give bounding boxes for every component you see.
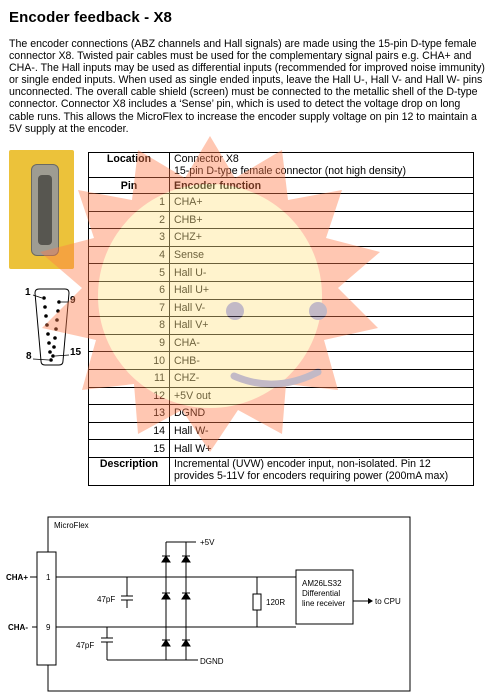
table-header-row: Pin Encoder function: [88, 177, 474, 194]
pin-function: Hall U-: [169, 263, 474, 282]
pin-number: 14: [88, 421, 170, 441]
to-cpu-label: to CPU: [375, 597, 401, 606]
pinout-label-15: 15: [70, 347, 82, 358]
cha-minus-label: CHA-: [8, 623, 28, 632]
location-label: Location: [88, 152, 170, 178]
pin-number: 7: [88, 298, 170, 318]
resistor-label: 120R: [266, 598, 285, 607]
circuit-diagram: MicroFlex CHA+ CHA- 1 9 47pF 47pF +5V DG…: [6, 516, 411, 692]
receiver-line-2: Differential: [302, 589, 340, 598]
pin-table: Location Connector X8 15-pin D-type fema…: [88, 152, 474, 486]
connector-shell: [31, 164, 59, 256]
pin-number: 2: [88, 210, 170, 230]
microflex-label: MicroFlex: [54, 521, 89, 530]
location-line-2: 15-pin D-type female connector (not high…: [174, 165, 407, 177]
pin-function: Hall W-: [169, 421, 474, 441]
description-value: Incremental (UVW) encoder input, non-iso…: [169, 456, 474, 486]
pin-function: +5V out: [169, 386, 474, 406]
connector-block: [36, 551, 57, 666]
pin-table-body: Location Connector X8 15-pin D-type fema…: [88, 152, 474, 194]
pin-function: Hall V-: [169, 298, 474, 318]
pinout-shape: [32, 288, 70, 366]
pin-number: 1: [88, 193, 170, 212]
connector-photo: [9, 150, 74, 269]
pin-function: CHB+: [169, 210, 474, 230]
line-receiver-box: [295, 569, 354, 625]
receiver-line-1: AM26LS32: [302, 579, 342, 588]
cap2-label: 47pF: [76, 641, 94, 650]
pin-number: 15: [88, 439, 170, 458]
pin-function: CHZ-: [169, 368, 474, 388]
location-line-1: Connector X8: [174, 153, 239, 165]
dgnd-label: DGND: [200, 657, 224, 666]
pin-number: 8: [88, 316, 170, 335]
description-label: Description: [88, 456, 170, 486]
pinout-label-9: 9: [70, 295, 76, 306]
pin-function: CHB-: [169, 351, 474, 370]
cha-plus-label: CHA+: [6, 573, 28, 582]
description-row: Description Incremental (UVW) encoder in…: [88, 456, 474, 486]
pin-number: 9: [88, 333, 170, 353]
pin-function: Hall W+: [169, 439, 474, 458]
pin-function: Sense: [169, 245, 474, 265]
pin-function: CHZ+: [169, 228, 474, 247]
diode-array: [161, 542, 191, 660]
intro-paragraph: The encoder connections (ABZ channels an…: [9, 38, 485, 135]
pin-number: 3: [88, 228, 170, 247]
pin-header: Pin: [88, 177, 170, 194]
section-title: Encoder feedback - X8: [9, 9, 172, 26]
v5-label: +5V: [200, 538, 215, 547]
pin-number: 10: [88, 351, 170, 370]
pin-function: DGND: [169, 404, 474, 423]
cap1-label: 47pF: [97, 595, 115, 604]
pin1-label: 1: [46, 573, 51, 582]
pin-number: 4: [88, 245, 170, 265]
pin-number: 6: [88, 280, 170, 300]
pin-function: Hall V+: [169, 316, 474, 335]
pin-number: 13: [88, 404, 170, 423]
pinout-label-1: 1: [25, 287, 31, 298]
function-header: Encoder function: [169, 177, 474, 194]
location-value: Connector X8 15-pin D-type female connec…: [169, 152, 474, 178]
microflex-box: [47, 516, 411, 692]
resistor: [252, 593, 262, 611]
location-row: Location Connector X8 15-pin D-type fema…: [88, 152, 474, 178]
pin-function: CHA+: [169, 193, 474, 212]
pin-number: 11: [88, 368, 170, 388]
receiver-line-3: line receiver: [302, 599, 345, 608]
pin-number: 12: [88, 386, 170, 406]
connector-socket: [38, 175, 52, 245]
pin-number: 5: [88, 263, 170, 282]
pin-function: CHA-: [169, 333, 474, 353]
table-row: 12+5V out: [88, 386, 474, 406]
description-body: Description Incremental (UVW) encoder in…: [88, 456, 474, 486]
pin9-label: 9: [46, 623, 51, 632]
pinout-diagram: 1 9 8 15: [25, 283, 85, 369]
pinout-label-8: 8: [26, 351, 32, 362]
pin-function: Hall U+: [169, 280, 474, 300]
